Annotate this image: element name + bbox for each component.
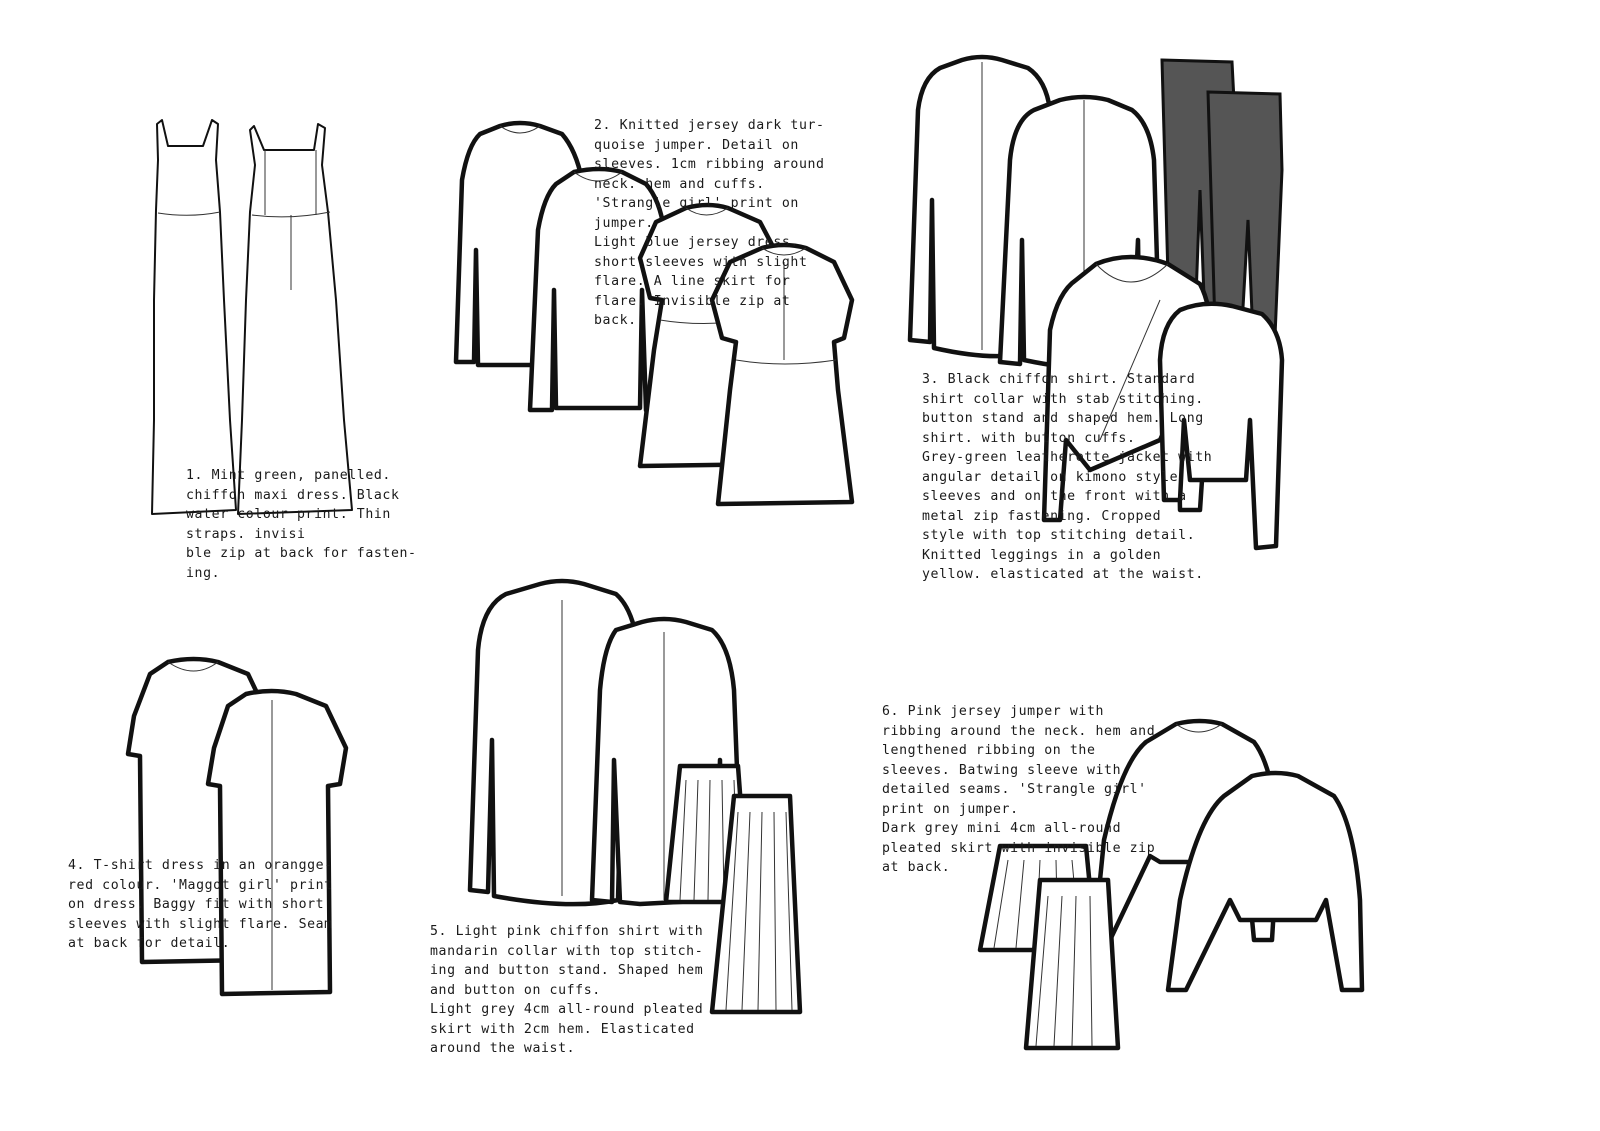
description-5: 5. Light pink chiffon shirt with mandari… <box>430 924 704 1056</box>
jacket-back-sketch <box>1157 301 1285 551</box>
maxi-dress-front-sketch <box>151 119 237 515</box>
description-6: 6. Pink jersey jumper with ribbing aroun… <box>882 704 1156 875</box>
pleated-skirt-back-sketch <box>709 793 803 1015</box>
description-2: 2. Knitted jersey dark tur- quoise jumpe… <box>594 118 825 328</box>
description-1: 1. Mint green, panelled. chiffon maxi dr… <box>186 468 417 581</box>
maxi-dress-back-sketch <box>237 123 353 515</box>
description-3: 3. Black chiffon shirt. Standard shirt c… <box>922 372 1213 582</box>
mini-skirt-front-sketch <box>1023 877 1121 1051</box>
jersey-dress-front-sketch <box>709 242 855 507</box>
batwing-jumper-back-sketch <box>1165 770 1365 993</box>
description-4: 4. T-shirt dress in an orangge- red colo… <box>68 858 333 951</box>
tshirt-dress-back-sketch <box>205 688 349 997</box>
